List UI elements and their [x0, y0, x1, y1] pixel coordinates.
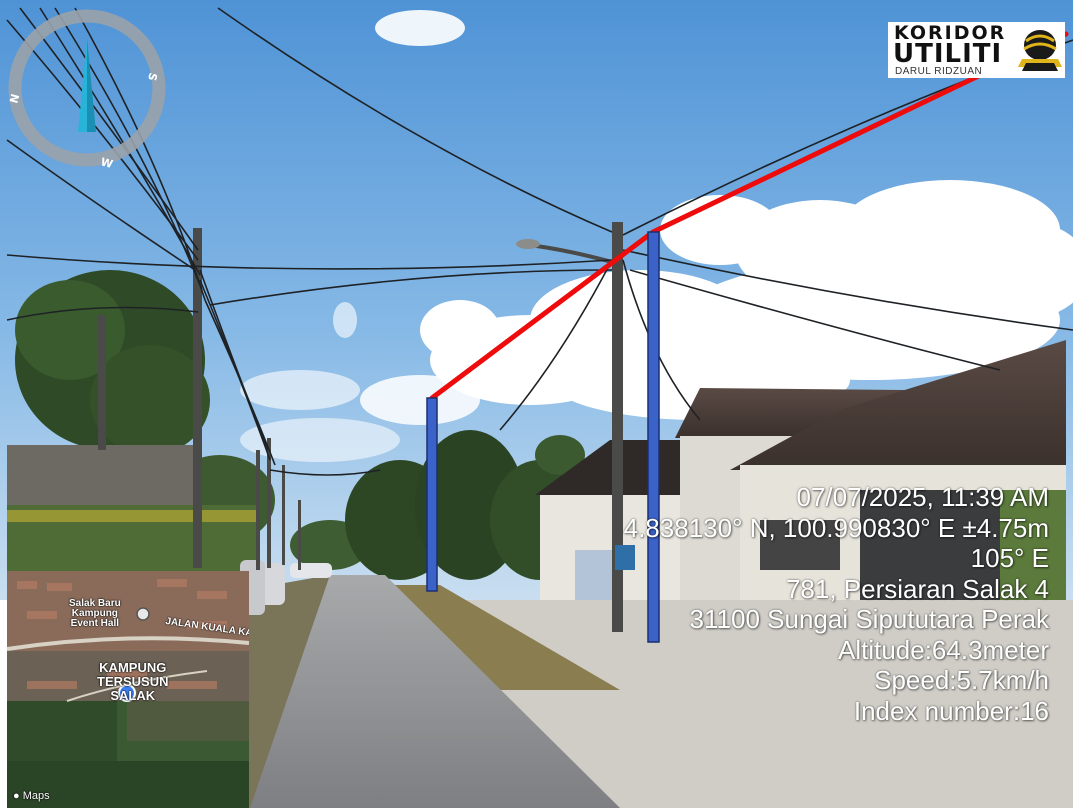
apple-logo-icon: ●	[13, 790, 20, 802]
maps-attribution: ● Maps	[13, 790, 50, 802]
pole-marker-1	[426, 397, 438, 592]
heading-text: 105° E	[970, 543, 1049, 573]
compass-label-w: W	[99, 155, 114, 171]
logo-line3: DARUL RIDZUAN	[895, 66, 983, 77]
minimap-image	[7, 571, 249, 808]
pole-marker-2	[647, 231, 660, 643]
address-line2: 31100 Sungai Sipututara Perak	[689, 604, 1049, 634]
road	[245, 575, 620, 808]
grass-verge	[380, 585, 620, 690]
utility-poles	[98, 222, 635, 632]
address-line1: 781, Persiaran Salak 4	[785, 573, 1049, 604]
compass: N W S	[7, 9, 166, 171]
geotag-overlay: 07/07/2025, 11:39 AM 4.838130° N, 100.99…	[624, 482, 1049, 726]
globe-emblem-icon	[1018, 30, 1062, 71]
index-number-text: Index number:16	[853, 695, 1049, 726]
location-minimap: Salak Baru Kampung Event Hall JALAN KUAL…	[7, 571, 249, 808]
current-location-dot-icon	[118, 684, 136, 702]
compass-label-n: N	[7, 93, 22, 105]
datetime-text: 07/07/2025, 11:39 AM	[796, 482, 1050, 512]
logo-line1: KORIDOR	[894, 22, 1007, 44]
speed-text: Speed:5.7km/h	[874, 665, 1049, 695]
area-label: KAMPUNG TERSUSUN SALAK	[97, 660, 169, 703]
koridor-utiliti-logo: KORIDOR UTILITI DARUL RIDZUAN	[888, 22, 1065, 78]
street-lamp	[516, 239, 613, 264]
event-hall-pin-icon	[136, 607, 150, 621]
sidewalk	[420, 600, 1073, 808]
altitude-text: Altitude:64.3meter	[837, 634, 1049, 665]
logo-line2: UTILITI	[893, 39, 1003, 69]
compass-label-s: S	[145, 71, 160, 82]
coordinates-text: 4.838130° N, 100.990830° E ±4.75m	[623, 512, 1049, 543]
left-wall	[7, 445, 197, 515]
poi-label: Salak Baru Kampung Event Hall	[69, 598, 121, 629]
